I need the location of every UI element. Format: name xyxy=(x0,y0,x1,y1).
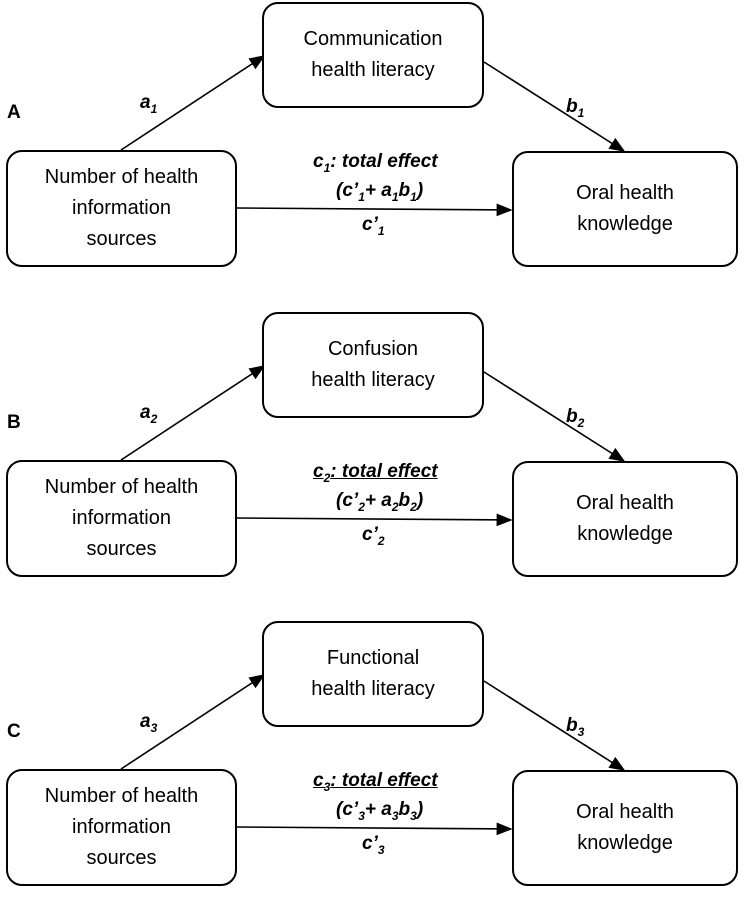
outcome-box: Oral health knowledge xyxy=(512,151,738,267)
arrow-a-path xyxy=(120,55,266,151)
path-a-label: a2 xyxy=(140,402,158,426)
direct-effect-label: c’2 xyxy=(362,524,385,548)
arrow-c-path xyxy=(236,822,513,836)
path-b-label: b3 xyxy=(566,715,585,739)
arrow-a-path xyxy=(120,365,266,461)
total-effect-formula: (c’1+ a1b1) xyxy=(336,180,424,204)
arrow-b-path xyxy=(483,371,626,462)
outcome-box: Oral health knowledge xyxy=(512,461,738,577)
panel-a: Communication health literacy Number of … xyxy=(0,0,744,300)
mediator-box: Confusion health literacy xyxy=(262,312,484,418)
path-a-label: a1 xyxy=(140,92,158,116)
arrow-c-path xyxy=(236,203,513,217)
panel-arrows xyxy=(120,55,626,217)
panel-b: Confusion health literacy Number of heal… xyxy=(0,310,744,610)
total-effect-formula: (c’3+ a3b3) xyxy=(336,799,424,823)
source-box: Number of health information sources xyxy=(6,769,237,886)
mediator-box: Communication health literacy xyxy=(262,2,484,108)
arrow-a-path xyxy=(120,674,266,770)
panel-c: Functional health literacy Number of hea… xyxy=(0,619,744,919)
arrow-c-path xyxy=(236,513,513,527)
path-b-label: b2 xyxy=(566,406,585,430)
mediator-box: Functional health literacy xyxy=(262,621,484,727)
direct-effect-label: c’1 xyxy=(362,214,385,238)
arrow-b-path xyxy=(483,61,626,152)
panel-letter: B xyxy=(7,412,21,433)
total-effect-formula: (c’2+ a2b2) xyxy=(336,490,424,514)
total-effect-label: c2: total effect xyxy=(313,461,438,485)
path-b-label: b1 xyxy=(566,96,585,120)
total-effect-label: c1: total effect xyxy=(313,151,438,175)
path-a-label: a3 xyxy=(140,711,158,735)
source-box: Number of health information sources xyxy=(6,460,237,577)
source-box: Number of health information sources xyxy=(6,150,237,267)
arrow-b-path xyxy=(483,680,626,771)
direct-effect-label: c’3 xyxy=(362,833,385,857)
panel-arrows xyxy=(120,365,626,527)
total-effect-label: c3: total effect xyxy=(313,770,438,794)
panel-letter: C xyxy=(7,721,21,742)
panel-letter: A xyxy=(7,102,21,123)
outcome-box: Oral health knowledge xyxy=(512,770,738,886)
panel-arrows xyxy=(120,674,626,836)
